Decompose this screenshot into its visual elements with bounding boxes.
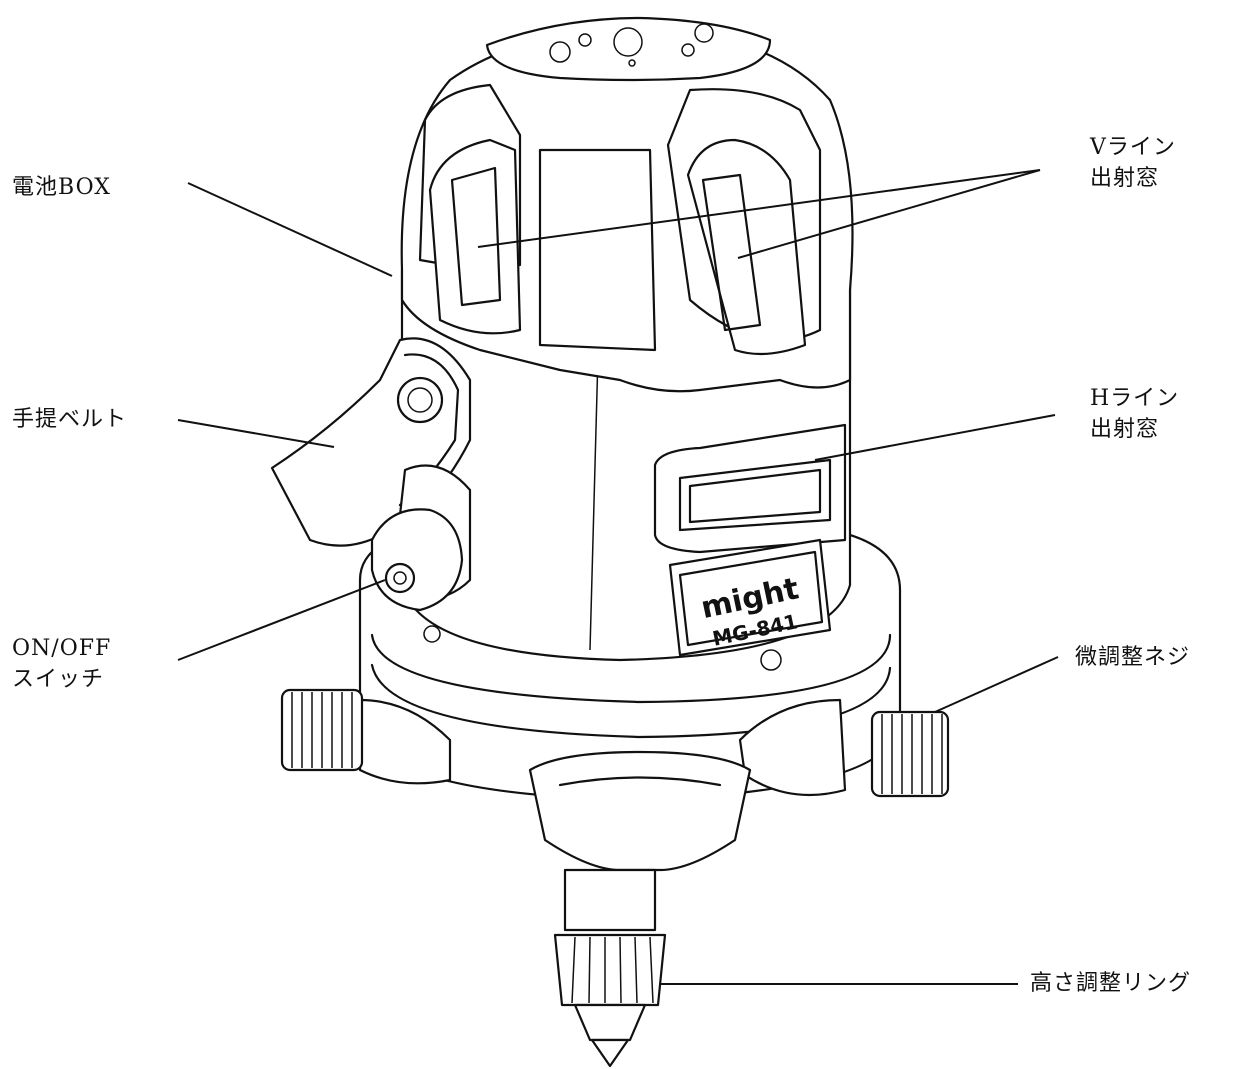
label-v-line-window: Vライン 出射窓 <box>1090 132 1176 194</box>
label-v-line-window-line2: 出射窓 <box>1090 166 1160 191</box>
leader-carry-belt <box>177 419 335 448</box>
label-h-line-window: Hライン 出射窓 <box>1090 383 1179 445</box>
height-adjust-assembly <box>528 750 752 1068</box>
leader-battery-box <box>187 182 393 277</box>
label-h-line-window-line1: Hライン <box>1090 386 1180 411</box>
leader-h-line <box>814 414 1056 461</box>
label-power-switch-line2: スイッチ <box>12 667 105 692</box>
label-fine-adjust-screw: 微調整ネジ <box>1075 645 1191 670</box>
left-adjust-knob <box>280 688 364 772</box>
label-battery-box: 電池BOX <box>12 175 111 200</box>
v-line-window-left <box>428 138 522 335</box>
product-logo-plate: might MG-841 <box>668 538 832 657</box>
leader-v-line-right <box>737 169 1041 259</box>
fine-adjust-knob <box>870 710 950 798</box>
laser-level-device: might MG-841 <box>270 16 950 1068</box>
leader-power-switch <box>177 579 386 661</box>
device-body: might MG-841 <box>400 268 852 662</box>
leader-fine-adjust <box>934 656 1059 713</box>
label-power-switch: ON/OFF スイッチ <box>12 633 111 695</box>
leader-v-line-left <box>477 169 1041 248</box>
label-carry-belt: 手提ベルト <box>12 407 128 432</box>
label-power-switch-line1: ON/OFF <box>12 636 112 661</box>
label-v-line-window-line1: Vライン <box>1090 135 1176 160</box>
device-head <box>400 16 854 393</box>
v-line-window-right <box>686 138 807 356</box>
leader-lines <box>177 169 1059 985</box>
label-height-adjust-ring: 高さ調整リング <box>1030 971 1192 996</box>
h-line-window <box>653 423 847 554</box>
power-switch <box>370 464 472 612</box>
label-h-line-window-line2: 出射窓 <box>1090 417 1160 442</box>
